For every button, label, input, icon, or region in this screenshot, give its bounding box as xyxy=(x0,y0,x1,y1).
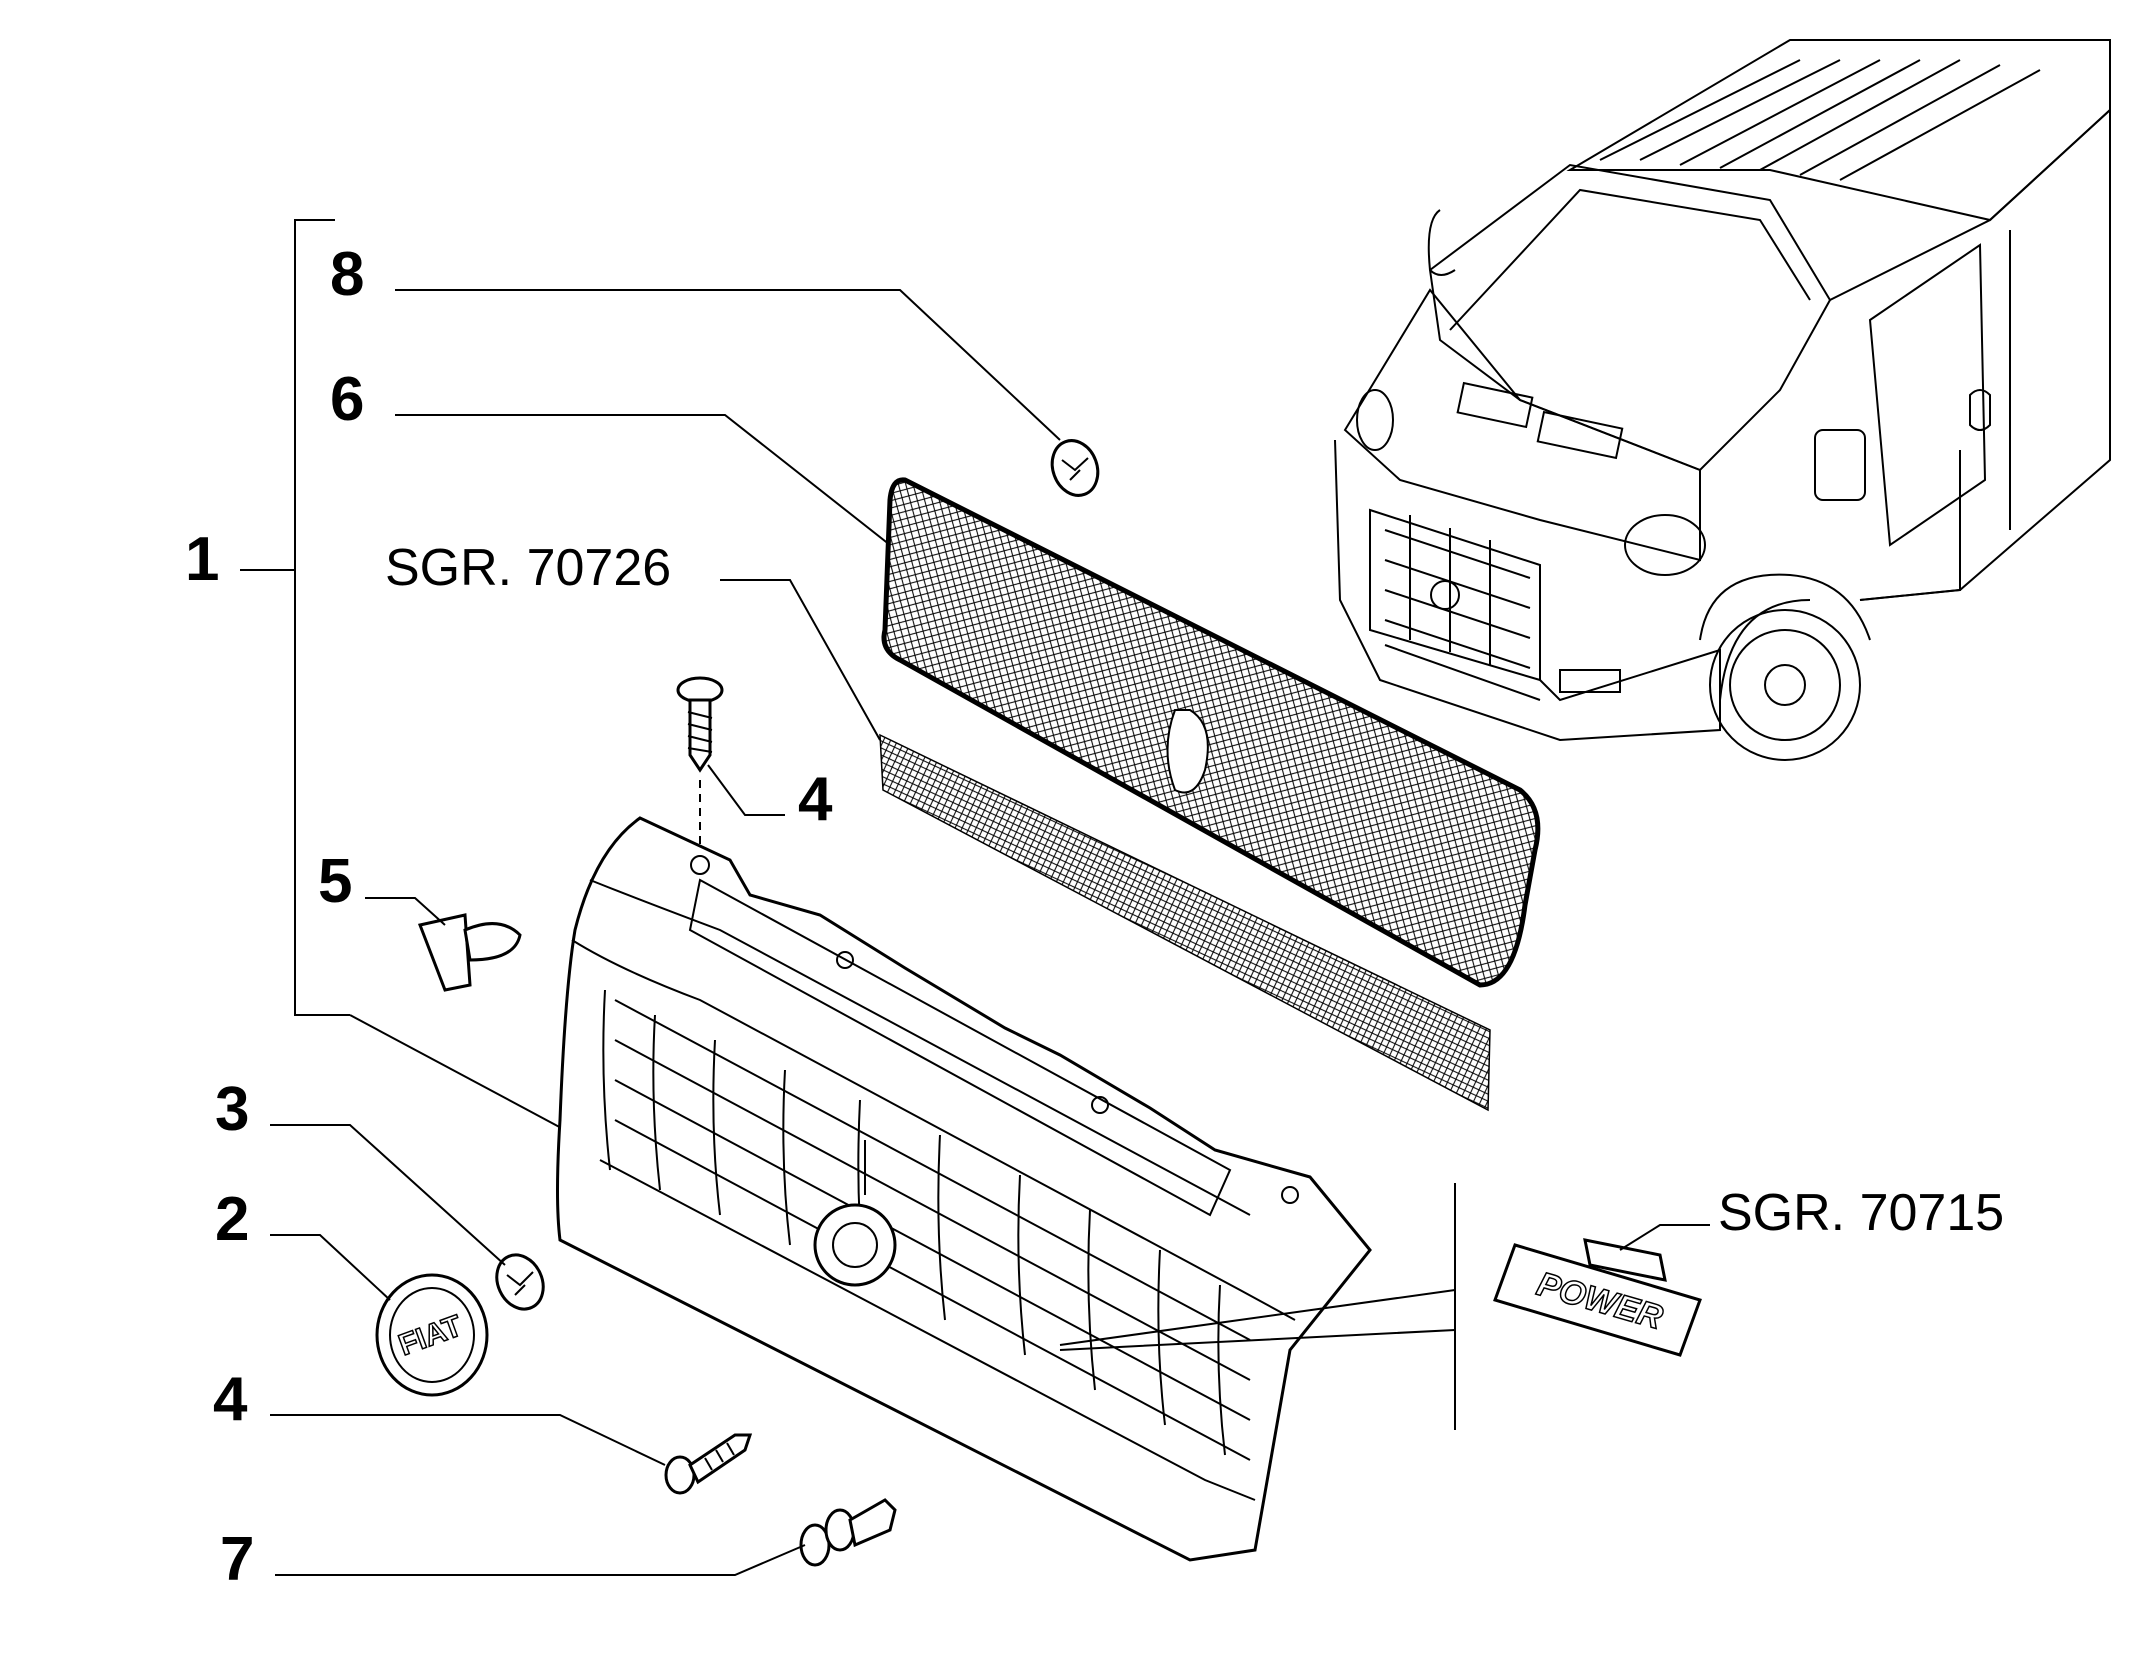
mesh-strip-sgr-70726 xyxy=(879,733,1491,1112)
clip-part-5 xyxy=(417,913,522,992)
callout-sgr-70715: SGR. 70715 xyxy=(1718,1184,2004,1242)
assembly-bracket xyxy=(240,219,566,1131)
callout-3: 3 xyxy=(215,1075,249,1144)
grille-frame-part-1 xyxy=(556,816,1372,1562)
callout-5: 5 xyxy=(318,847,352,916)
callout-1: 1 xyxy=(185,525,219,594)
mesh-insert-part-6 xyxy=(881,477,1541,988)
callout-6: 6 xyxy=(330,365,364,434)
power-badge-sgr-70715: POWER xyxy=(1493,1238,1702,1357)
leader-lines xyxy=(270,289,1710,1576)
callout-8: 8 xyxy=(330,240,364,309)
van-illustration xyxy=(1334,39,2111,761)
callout-7: 7 xyxy=(220,1525,254,1594)
callout-4-top: 4 xyxy=(798,765,833,834)
emblem-part-2: FIAT xyxy=(375,1273,489,1397)
clip-part-8 xyxy=(1050,439,1100,497)
screw-part-4-bottom xyxy=(664,1433,753,1495)
callout-4-bottom: 4 xyxy=(213,1365,248,1434)
callout-labels: 8 6 1 SGR. 70726 4 5 3 2 4 7 SGR. 70715 xyxy=(185,240,2004,1594)
screw-part-4-top xyxy=(676,676,724,850)
callout-sgr-70726: SGR. 70726 xyxy=(385,539,671,597)
callout-2: 2 xyxy=(215,1185,249,1254)
clip-part-3 xyxy=(495,1253,545,1311)
rivet-part-7 xyxy=(799,1498,897,1567)
